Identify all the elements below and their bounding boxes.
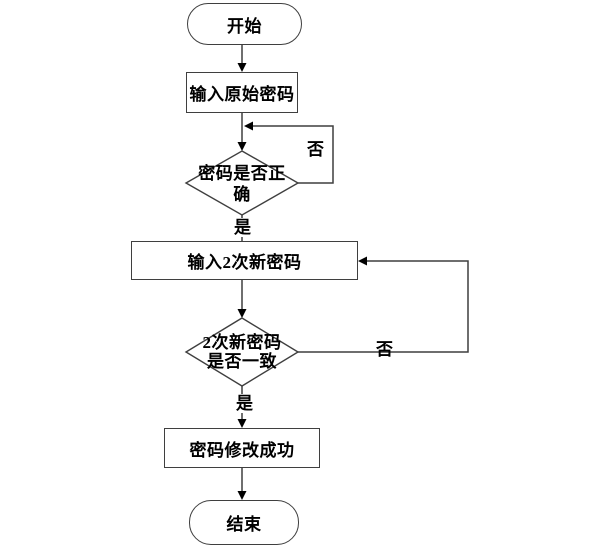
arrowhead-down-icon <box>237 63 247 72</box>
node-start: 开始 <box>187 3 302 45</box>
arrowhead-down-icon <box>237 309 247 318</box>
node-input-new-label: 输入2次新密码 <box>187 253 302 272</box>
node-input-original-label: 输入原始密码 <box>189 85 295 104</box>
node-check-password-label: 密码是否正 确 <box>182 163 302 205</box>
node-success-label: 密码修改成功 <box>189 440 295 460</box>
node-input-new-password: 输入2次新密码 <box>131 241 358 280</box>
node-check-match-label: 2次新密码 是否一致 <box>192 333 292 371</box>
arrowhead-left-icon <box>244 121 253 131</box>
check-match-label-line2: 是否一致 <box>207 352 277 371</box>
check-password-label-line1: 密码是否正 <box>198 164 286 183</box>
edge-check2-no-loop <box>298 260 469 353</box>
arrowhead-left-icon <box>358 256 367 266</box>
node-start-label: 开始 <box>227 16 262 36</box>
arrowhead-down-icon <box>237 142 247 151</box>
edge-check1-no-loop <box>253 125 334 184</box>
arrowhead-down-icon <box>237 419 247 428</box>
arrowhead-down-icon <box>237 491 247 500</box>
node-end-label: 结束 <box>226 515 262 534</box>
node-input-original-password: 输入原始密码 <box>186 72 298 113</box>
node-end: 结束 <box>189 500 299 545</box>
node-check-password-shape <box>184 150 300 216</box>
node-check-match-shape <box>184 317 300 387</box>
edge-label-check-password-yes: 是 <box>233 218 252 237</box>
node-password-change-success: 密码修改成功 <box>164 428 320 468</box>
check-password-label-line2: 确 <box>233 185 251 204</box>
edge-label-check-match-yes: 是 <box>235 394 254 413</box>
edge-label-check-match-no: 否 <box>376 340 393 359</box>
check-match-label-line1: 2次新密码 <box>202 333 282 352</box>
edge-label-check-password-no: 否 <box>307 140 324 159</box>
